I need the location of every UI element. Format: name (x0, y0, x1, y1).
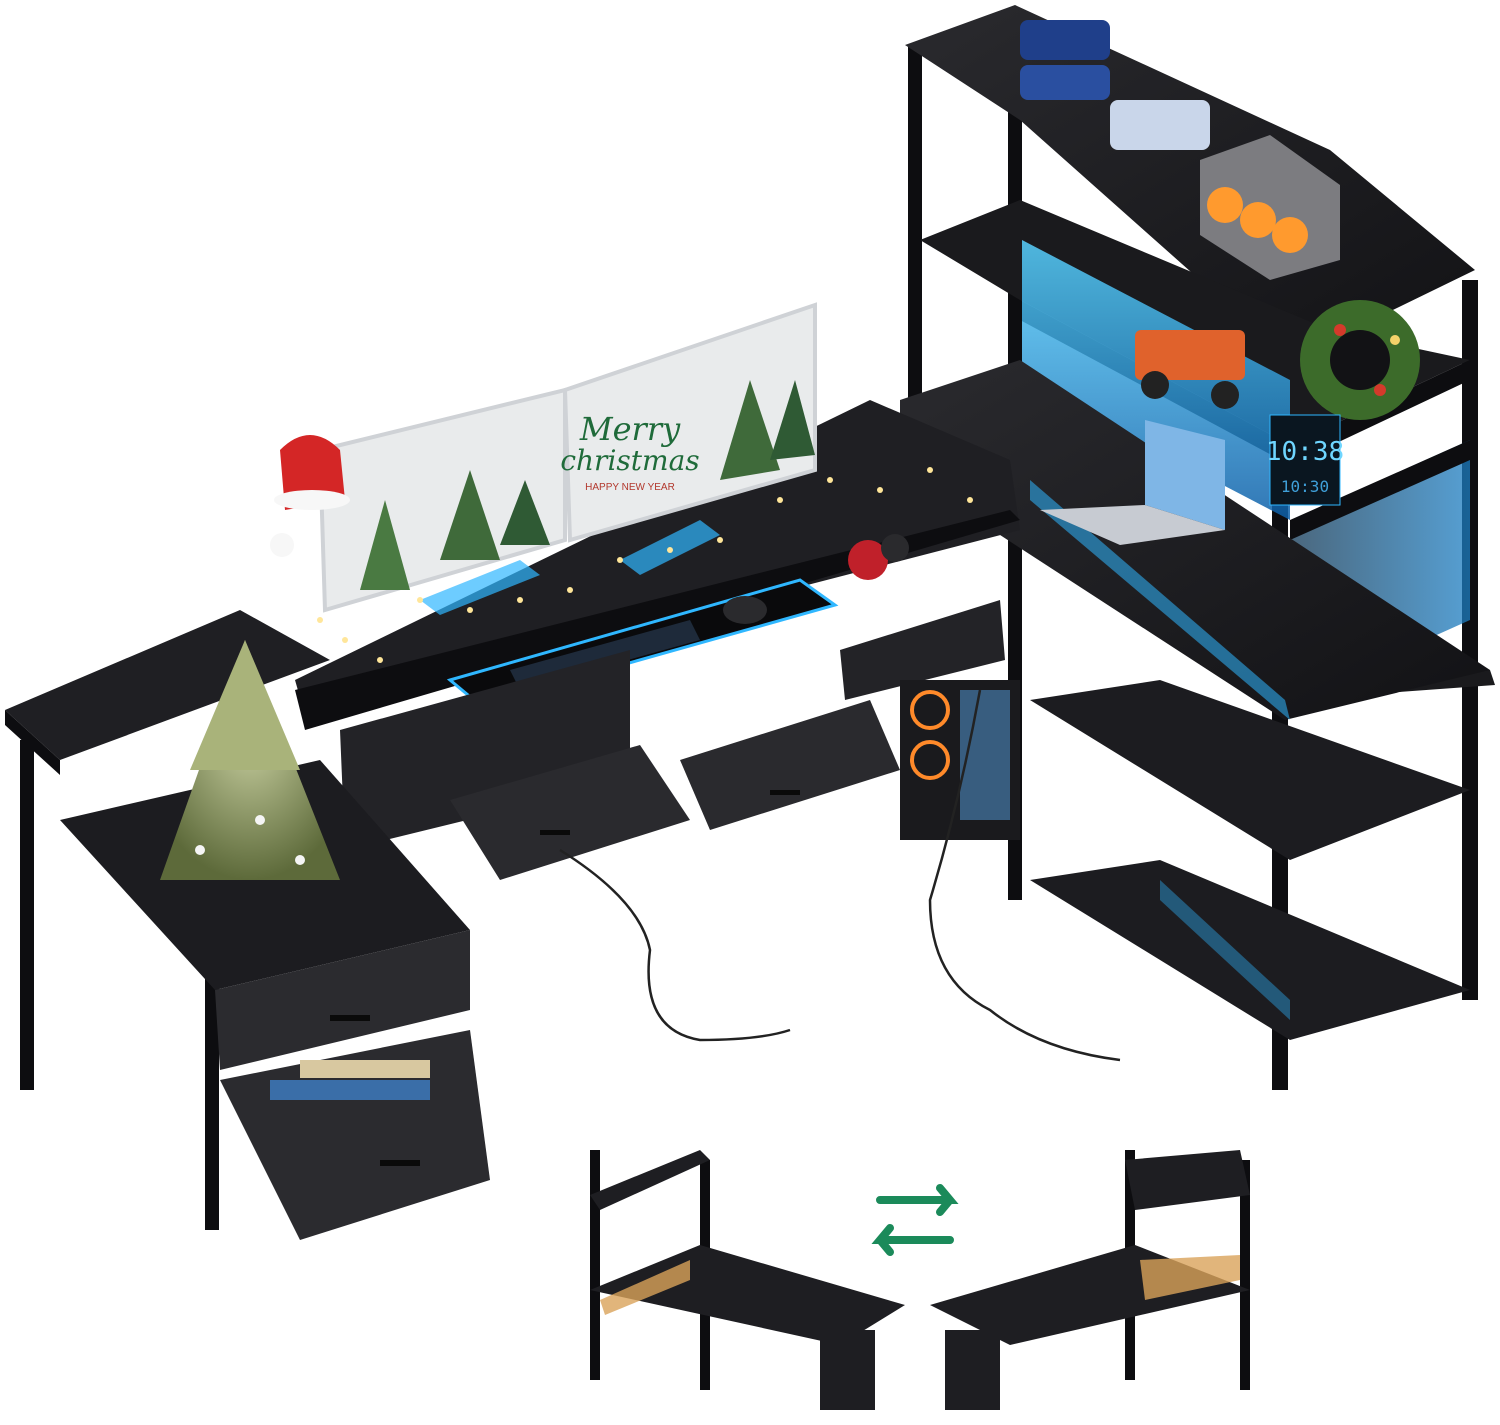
pc-tower (900, 680, 1020, 840)
laptop (1040, 420, 1225, 545)
clock-time: 10:38 (1266, 437, 1344, 467)
monitor-text-merry: Merry (579, 410, 681, 448)
digital-clock: 10:38 10:30 (1266, 414, 1344, 506)
string-lights (317, 467, 973, 663)
led-strip (1030, 480, 1290, 720)
santa-hat (270, 435, 350, 557)
headphones (848, 534, 909, 580)
swap-arrows-icon[interactable] (871, 1184, 959, 1256)
config-inset-left (590, 1150, 905, 1410)
desk-drawers (340, 600, 1005, 880)
toy-truck (1135, 330, 1245, 409)
storage-cases (1020, 20, 1210, 150)
christmas-tree (160, 640, 340, 880)
monitor-text-christmas: christmas (560, 444, 699, 477)
speaker-box (1200, 135, 1340, 280)
dual-monitors: Merry christmas HAPPY NEW YEAR (317, 302, 817, 615)
config-inset-right (930, 1150, 1250, 1410)
monitor-text-newyear: HAPPY NEW YEAR (585, 482, 675, 493)
power-cords (559, 689, 1121, 1062)
christmas-wreath (1300, 300, 1420, 420)
clock-time-small: 10:30 (1281, 477, 1329, 496)
